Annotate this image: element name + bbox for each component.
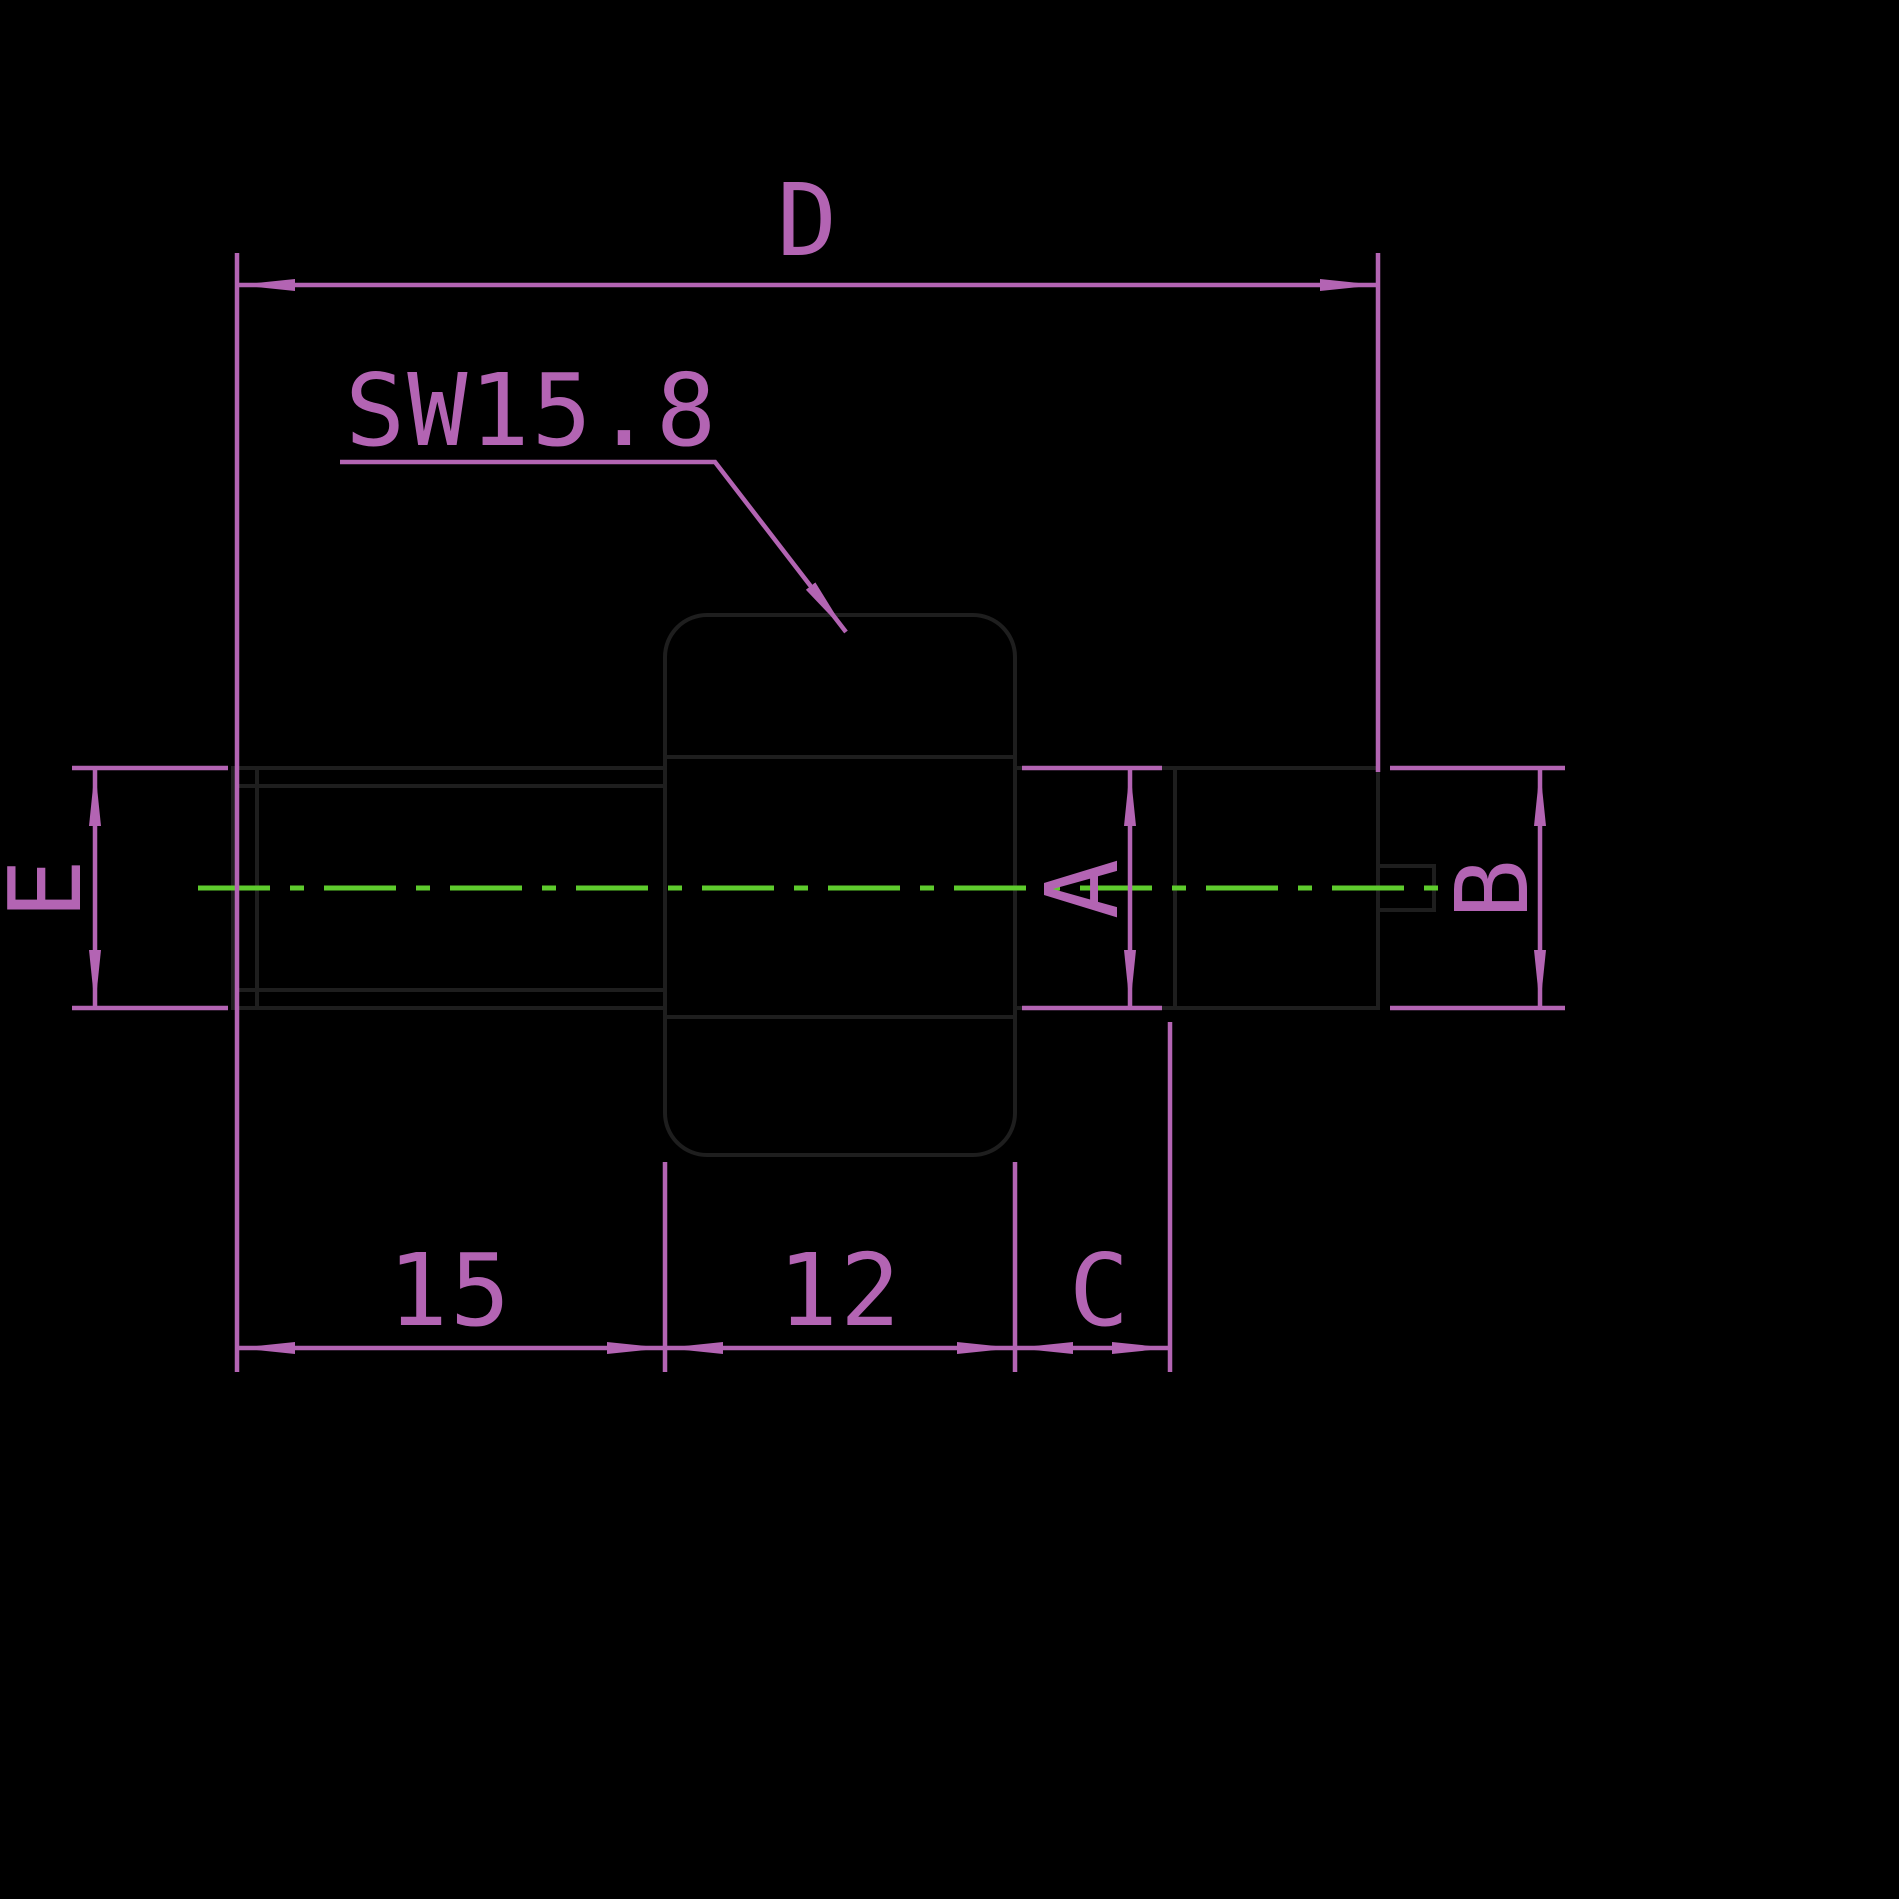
dim-15-label: 15 [388, 1232, 512, 1349]
dim-b-label: B [1434, 857, 1551, 919]
dim-c: C [1015, 1022, 1173, 1372]
dim-b: B [1390, 765, 1565, 1011]
dim-a: A [1022, 765, 1162, 1011]
dim-e-label: E [0, 857, 104, 919]
dim-d-label: D [777, 162, 839, 279]
leader-sw-line [340, 459, 848, 634]
dim-12-label: 12 [778, 1232, 902, 1349]
dim-d: D [234, 162, 1381, 1372]
dim-a-label: A [1024, 857, 1141, 919]
dim-e: E [0, 765, 228, 1011]
part-outline [231, 613, 1436, 1157]
dim-12: 12 [665, 1162, 1018, 1372]
leader-sw-label: SW15.8 [345, 352, 718, 469]
dim-15: 15 [237, 1162, 668, 1372]
leader-sw: SW15.8 [340, 352, 848, 634]
dim-c-label: C [1069, 1232, 1131, 1349]
hex-body [663, 613, 1017, 1157]
